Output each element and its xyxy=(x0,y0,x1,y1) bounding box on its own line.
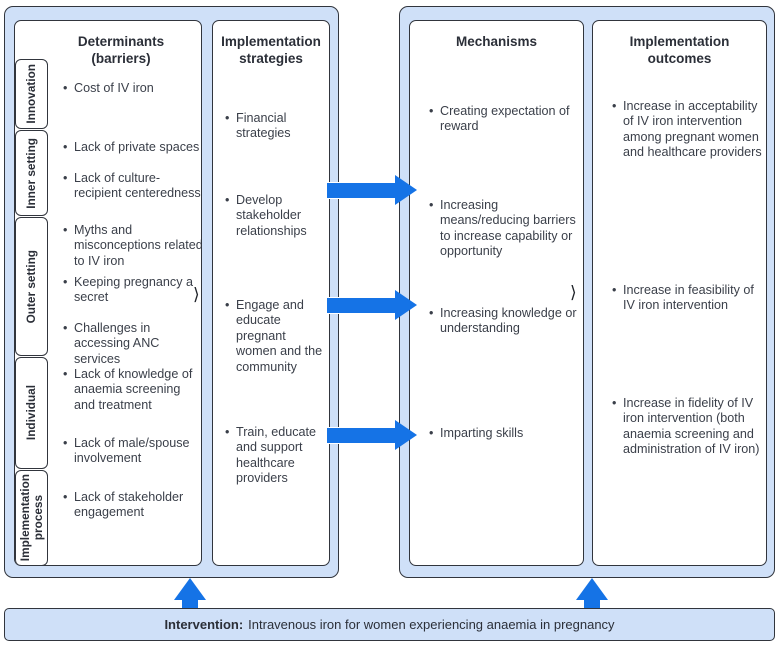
list-item: Increasing means/reducing barriers to in… xyxy=(429,198,579,260)
domain-label-individual: Individual xyxy=(24,385,38,441)
domain-box-innovation: Innovation xyxy=(15,59,48,129)
domain-label-inner-setting: Inner setting xyxy=(24,137,38,209)
list-item: Increase in feasibility of IV iron inter… xyxy=(612,283,762,314)
list-item: Challenges in accessing ANC services xyxy=(63,321,201,367)
list-item: Increasing knowledge or understanding xyxy=(429,306,579,337)
list-item: Develop stakeholder relationships xyxy=(225,193,327,239)
arrow-strategies-to-mechanisms-2 xyxy=(326,290,417,321)
list-item: Train, educate and support healthcare pr… xyxy=(225,425,327,487)
domain-label-innovation: Innovation xyxy=(24,64,38,124)
list-item: Lack of knowledge of anaemia screening a… xyxy=(63,367,201,413)
list-item: Creating expectation of reward xyxy=(429,104,579,135)
list-item: Lack of stakeholder engagement xyxy=(63,490,201,521)
domain-box-implementation-process: Implementation process xyxy=(15,470,48,565)
panel-strategies: Implementation strategies Financial stra… xyxy=(212,20,330,566)
arrow-strategies-to-mechanisms-3 xyxy=(326,420,417,451)
brace-connector-mechanisms: ⟩ xyxy=(570,283,577,303)
panel-title-strategies: Implementation strategies xyxy=(221,34,321,66)
domain-box-outer-setting: Outer setting xyxy=(15,217,48,356)
intervention-bar: Intervention: Intravenous iron for women… xyxy=(4,608,775,641)
list-item: Lack of private spaces xyxy=(63,140,199,156)
panel-outcomes: Implementation outcomes Increase in acce… xyxy=(592,20,767,566)
list-item: Imparting skills xyxy=(429,426,523,442)
list-item: Increase in acceptability of IV iron int… xyxy=(612,99,762,161)
list-item: Increase in fidelity of IV iron interven… xyxy=(612,396,762,458)
panel-mechanisms: Mechanisms Creating expectation of rewar… xyxy=(409,20,584,566)
panel-determinants: Determinants (barriers) Innovation Inner… xyxy=(14,20,202,566)
list-item: Myths and misconceptions related to IV i… xyxy=(63,223,201,269)
panel-title-mechanisms: Mechanisms xyxy=(455,34,538,49)
list-item: Lack of male/spouse involvement xyxy=(63,436,201,467)
list-item: Keeping pregnancy a secret xyxy=(63,275,201,306)
arrow-strategies-to-mechanisms-1 xyxy=(326,175,417,206)
domain-label-outer-setting: Outer setting xyxy=(24,249,38,324)
panel-title-determinants: Determinants (barriers) xyxy=(77,34,165,66)
intervention-text: Intravenous iron for women experiencing … xyxy=(248,617,615,632)
domain-label-implementation-process: Implementation process xyxy=(17,474,45,562)
panel-title-outcomes: Implementation outcomes xyxy=(629,34,730,66)
list-item: Engage and educate pregnant women and th… xyxy=(225,298,327,375)
intervention-label: Intervention: xyxy=(164,617,244,632)
brace-connector-determinants: ⟩ xyxy=(193,285,200,305)
list-item: Cost of IV iron xyxy=(63,81,154,97)
domain-box-individual: Individual xyxy=(15,357,48,469)
list-item: Lack of culture-recipient centeredness xyxy=(63,171,201,202)
list-item: Financial strategies xyxy=(225,111,327,142)
domain-box-inner-setting: Inner setting xyxy=(15,130,48,216)
